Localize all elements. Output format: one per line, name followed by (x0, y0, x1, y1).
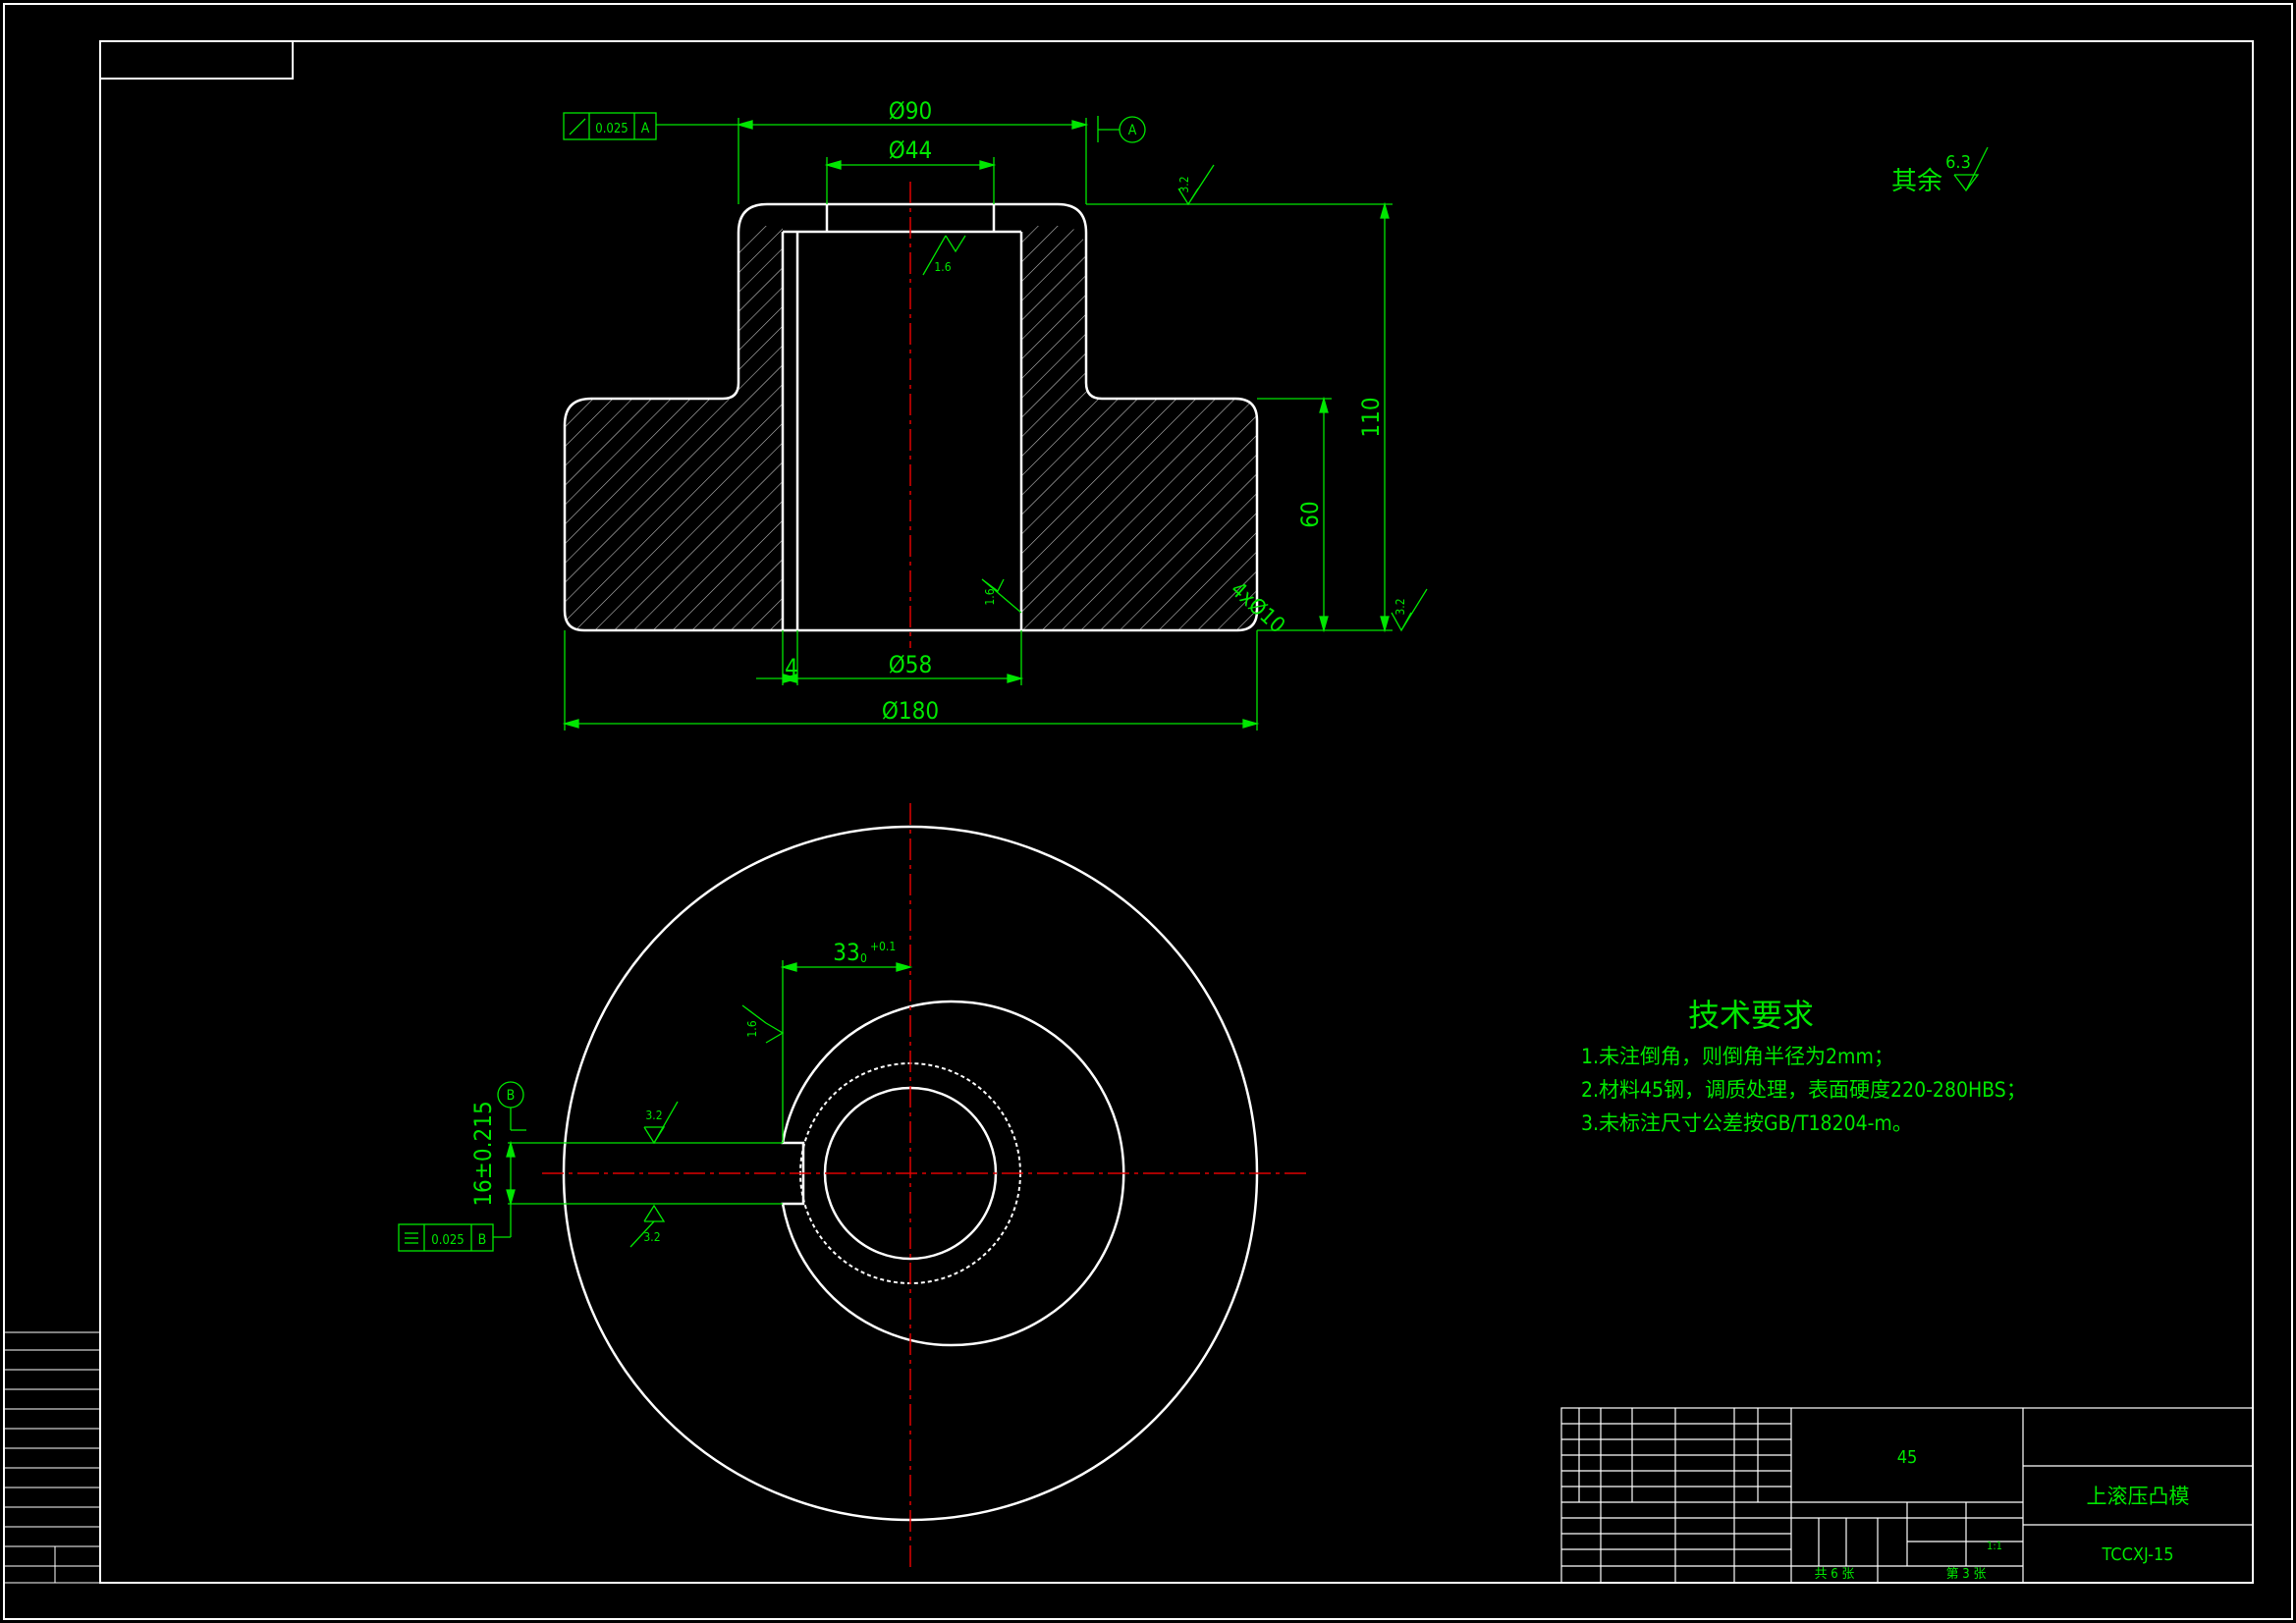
title-block (1560, 1407, 2254, 1584)
tech-requirements: 技术要求 1.未注倒角，则倒角半径为2mm； 2.材料45钢，调质处理，表面硬度… (1581, 997, 2027, 1135)
dim-d44: Ø44 (889, 136, 932, 164)
dim-16: 16±0.215 (469, 1101, 497, 1206)
bottom-view-dimensions (398, 960, 913, 1252)
dim-110: 110 (1357, 397, 1385, 437)
dim-d90: Ø90 (889, 97, 932, 125)
roughness-top: 3.2 (1177, 176, 1191, 192)
tech-requirement-item: 2.材料45钢，调质处理，表面硬度220-280HBS； (1581, 1078, 2027, 1102)
boss-circle-with-keyway (781, 1000, 1125, 1347)
datum-label-b: B (507, 1088, 516, 1104)
dim-d58: Ø58 (889, 651, 932, 678)
dim-33: 33 (833, 939, 859, 966)
dim-33-tol-lower: 0 (860, 951, 867, 965)
section-right-half (1021, 226, 1257, 630)
default-roughness-label: 其余 (1891, 167, 1942, 196)
default-roughness-value: 6.3 (1945, 152, 1971, 173)
roughness-bore: 1.6 (934, 260, 951, 274)
part-name: 上滚压凸模 (2087, 1485, 2190, 1508)
top-view-dimensions (562, 112, 1989, 730)
roughness-key-bottom: 3.2 (643, 1230, 660, 1244)
dim-d180: Ø180 (882, 697, 939, 725)
tolerance-value-b: 0.025 (431, 1233, 464, 1248)
roughness-keyway-side: 1.6 (745, 1020, 759, 1037)
roughness-bottom: 3.2 (1394, 598, 1407, 615)
dim-4: 4 (785, 654, 798, 681)
scale: 1:1 (1987, 1540, 2002, 1552)
part-outline (563, 202, 1259, 632)
roughness-bore-2: 1.6 (983, 588, 997, 605)
tech-requirements-title: 技术要求 (1688, 997, 1814, 1034)
left-side-table (3, 1331, 101, 1584)
top-section-view (563, 182, 1259, 648)
tolerance-datum-b: B (478, 1232, 487, 1248)
drawing-number: TCCXJ-15 (2101, 1544, 2173, 1565)
material: 45 (1897, 1447, 1918, 1468)
dim-60: 60 (1296, 501, 1324, 527)
tolerance-value-a: 0.025 (595, 122, 628, 136)
dim-33-tol-upper: +0.1 (870, 940, 896, 953)
sheet-total: 共 6 张 (1815, 1567, 1855, 1582)
tech-requirement-item: 1.未注倒角，则倒角半径为2mm； (1581, 1045, 1894, 1068)
datum-label-a: A (1128, 123, 1137, 138)
tech-requirement-item: 3.未标注尺寸公差按GB/T18204-m。 (1581, 1111, 1913, 1135)
roughness-key-top: 3.2 (645, 1109, 662, 1122)
section-left-half (565, 226, 783, 630)
tolerance-datum-a: A (641, 121, 650, 136)
sheet-frame (3, 3, 2293, 1620)
bottom-plan-view (542, 803, 1306, 1571)
sheet-current: 第 3 张 (1946, 1567, 1987, 1582)
